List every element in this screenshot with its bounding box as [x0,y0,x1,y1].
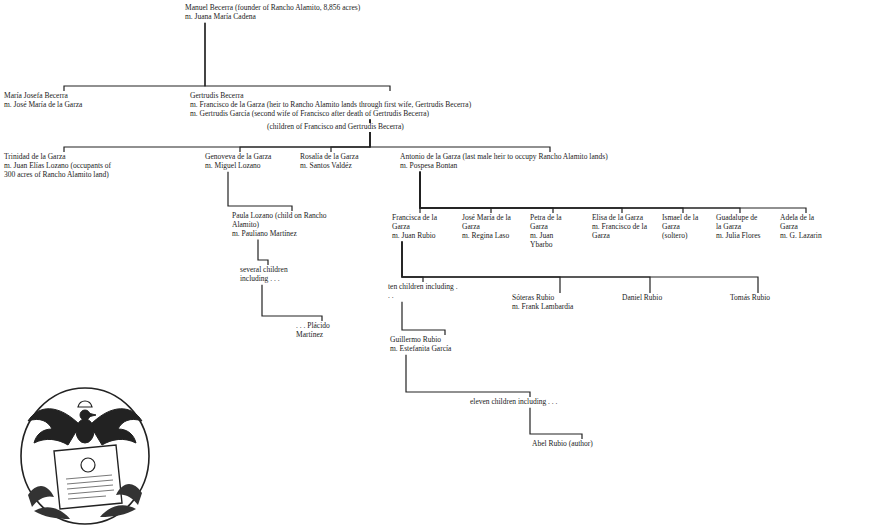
person-entry: Genoveva de la Garzam. Miguel Lozano [205,153,275,171]
descent-line [420,172,491,213]
spouse-note: m. Pauliano Martínez [232,230,352,239]
person-name: several children including . . . [240,266,296,284]
person-entry: Daniel Rubio [622,294,678,303]
person-entry: Guillermo Rubiom. Estefanita García [390,336,500,354]
person-entry: Guadalupe de la Garzam. Julia Flores [716,214,764,241]
person-name: José María de la Garza [462,214,520,232]
person-entry: Abel Rubio (author) [532,440,632,449]
group-note: (children of Francisco and Gertrudis Bec… [265,123,406,132]
spouse-note: m. Julia Flores [716,232,764,241]
descent-line [205,23,390,91]
descent-line [258,240,268,265]
spouse-note: m. Juan Ybarbo [530,232,576,250]
person-entry: José María de la Garzam. Regina Laso [462,214,520,241]
person-name: Antonio de la Garza (last male heir to o… [400,153,700,162]
person-entry: Ismael de la Garza(soltero) [662,214,704,241]
person-name: Abel Rubio (author) [532,440,632,449]
person-name: ten children including . . . [388,283,458,301]
descent-line [420,172,622,213]
spouse-note: m. Juana María Cadena [185,13,455,22]
person-entry: Tomás Rubio [730,294,786,303]
person-entry: . . . Plácido Martínez [296,322,348,340]
descent-line [64,23,205,91]
person-name: Manuel Becerra (founder of Rancho Alamit… [185,4,455,13]
person-name: Paula Lozano (child on Rancho Alamito) [232,212,352,230]
spouse-note: m. Francisco de la Garza (heir to Rancho… [190,101,590,110]
person-entry: Sóteras Rubiom. Frank Lambardia [512,294,608,312]
spouse-note: m. G. Lazarin [780,232,832,241]
descent-line [420,172,806,213]
descent-line [228,172,292,211]
descent-line [420,172,683,213]
descent-line [530,408,582,439]
person-entry: María Josefa Becerram. José María de la … [4,92,124,110]
person-name: Francisca de la Garza [392,214,448,232]
descent-line [406,355,530,397]
person-name: eleven children including . . . [470,398,590,407]
person-name: Ismael de la Garza [662,214,704,232]
person-name: Elisa de la Garza [592,214,652,223]
spouse-note: m. Pospesa Bontan [400,162,700,171]
spouse-note: (soltero) [662,232,704,241]
person-entry: Antonio de la Garza (last male heir to o… [400,153,700,171]
spouse-note: m. Gertrudis García (second wife of Fran… [190,110,590,119]
person-name: Genoveva de la Garza [205,153,275,162]
person-entry: several children including . . . [240,266,296,284]
descent-line [420,172,740,213]
spouse-note: m. Estefanita García [390,345,500,354]
eagle-emblem [18,385,152,527]
person-entry: Elisa de la Garzam. Francisco de la Garz… [592,214,652,241]
spouse-note: m. José María de la Garza [4,101,124,110]
person-entry: Manuel Becerra (founder of Rancho Alamit… [185,4,455,22]
person-name: Daniel Rubio [622,294,678,303]
person-entry: Petra de la Garzam. Juan Ybarbo [530,214,576,249]
person-name: Adela de la Garza [780,214,832,232]
descent-line [402,302,445,335]
person-entry: ten children including . . . [388,283,458,301]
spouse-note: m. Santos Valdéz [300,162,362,171]
person-entry: eleven children including . . . [470,398,590,407]
descent-line [420,172,553,213]
person-name: Petra de la Garza [530,214,576,232]
person-entry: Trinidad de la Garzam. Juan Elías Lozano… [4,153,124,180]
person-name: Guillermo Rubio [390,336,500,345]
person-name: . . . Plácido Martínez [296,322,348,340]
spouse-note: m. Juan Elías Lozano (occupants of 300 a… [4,162,124,180]
spouse-note: m. Francisco de la Garza [592,223,652,241]
person-name: Sóteras Rubio [512,294,608,303]
person-entry: Rosalía de la Garzam. Santos Valdéz [300,153,362,171]
spouse-note: m. Frank Lambardia [512,303,608,312]
person-entry: Francisca de la Garzam. Juan Rubio [392,214,448,241]
person-name: Guadalupe de la Garza [716,214,764,232]
spouse-note: m. Juan Rubio [392,232,448,241]
spouse-note: m. Regina Laso [462,232,520,241]
person-name: María Josefa Becerra [4,92,124,101]
person-name: Trinidad de la Garza [4,153,124,162]
person-name: Gertrudis Becerra [190,92,590,101]
person-entry: Paula Lozano (child on Rancho Alamito)m.… [232,212,352,239]
spouse-note: m. Miguel Lozano [205,162,275,171]
person-name: Tomás Rubio [730,294,786,303]
person-entry: Adela de la Garzam. G. Lazarin [780,214,832,241]
person-entry: Gertrudis Becerram. Francisco de la Garz… [190,92,590,119]
descent-line [402,242,423,282]
descent-line [262,285,322,321]
person-name: Rosalía de la Garza [300,153,362,162]
